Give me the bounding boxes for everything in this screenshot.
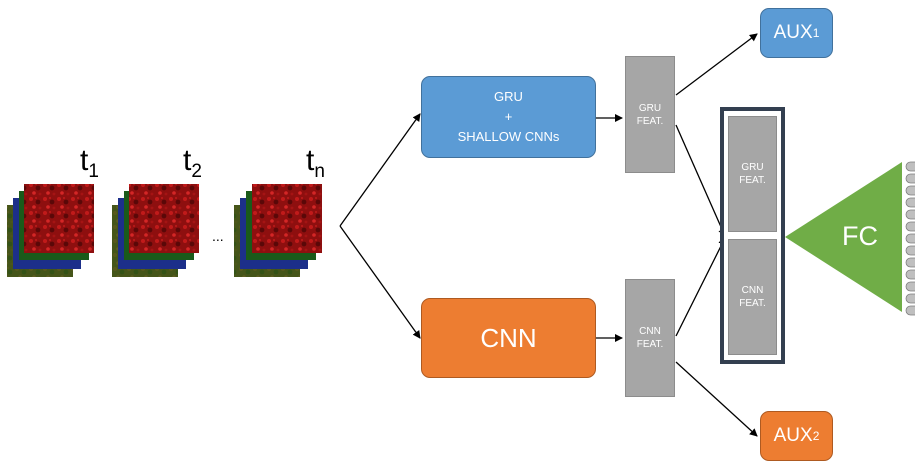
connection-arrows [339, 33, 758, 437]
gru-feature-vector: GRU FEAT. [625, 56, 675, 173]
gru-shallow-cnn-block: GRU + SHALLOW CNNs [421, 76, 596, 158]
concatenated-features: GRU FEAT. CNN FEAT. [720, 107, 785, 364]
arrow-grufeat-to-concat [675, 124, 726, 237]
gru-block-line-3: SHALLOW CNNs [457, 129, 560, 144]
gru-feat-line-1: GRU [638, 102, 662, 114]
cnn-block: CNN [421, 298, 596, 378]
aux2-subscript: 2 [812, 429, 820, 443]
concat-gru-feature: GRU FEAT. [728, 116, 777, 232]
concat-gru-line-1: GRU [741, 162, 764, 173]
image-stack-t2 [112, 184, 199, 277]
cnn-feature-vector: CNN FEAT. [625, 279, 675, 397]
arrow-grufeat-to-aux1 [675, 33, 758, 96]
output-neurons [905, 161, 915, 316]
arrow-input-to-gru [339, 113, 421, 227]
arrow-cnnfeat-to-aux2 [675, 361, 758, 437]
image-stack-tn [234, 184, 322, 277]
gru-block-line-2: + [504, 109, 513, 124]
arrow-cnnfeat-to-concat [675, 237, 726, 337]
concat-gru-line-2: FEAT. [739, 175, 766, 186]
cnn-feat-line-2: FEAT. [636, 339, 664, 350]
fc-triangle [785, 162, 902, 312]
time-label-t2: t2 [183, 144, 202, 183]
concat-cnn-line-1: CNN [741, 285, 764, 296]
cnn-feat-line-1: CNN [639, 326, 661, 337]
concat-cnn-line-2: FEAT. [739, 298, 766, 309]
fc-label: FC [842, 221, 878, 251]
gru-feat-line-2: FEAT. [636, 115, 664, 127]
time-label-t1: t1 [80, 144, 99, 183]
concat-cnn-feature: CNN FEAT. [728, 239, 777, 355]
aux2-label: AUX [773, 425, 813, 446]
aux1-label: AUX [773, 22, 813, 43]
cnn-block-label: CNN [480, 322, 537, 353]
aux1-subscript: 1 [812, 26, 820, 40]
image-stack-t1 [7, 184, 94, 277]
time-label-tn: tn [306, 144, 325, 183]
ellipsis: ... [212, 228, 224, 244]
arrow-input-to-cnn [339, 225, 421, 339]
gru-block-line-1: GRU [494, 89, 523, 104]
